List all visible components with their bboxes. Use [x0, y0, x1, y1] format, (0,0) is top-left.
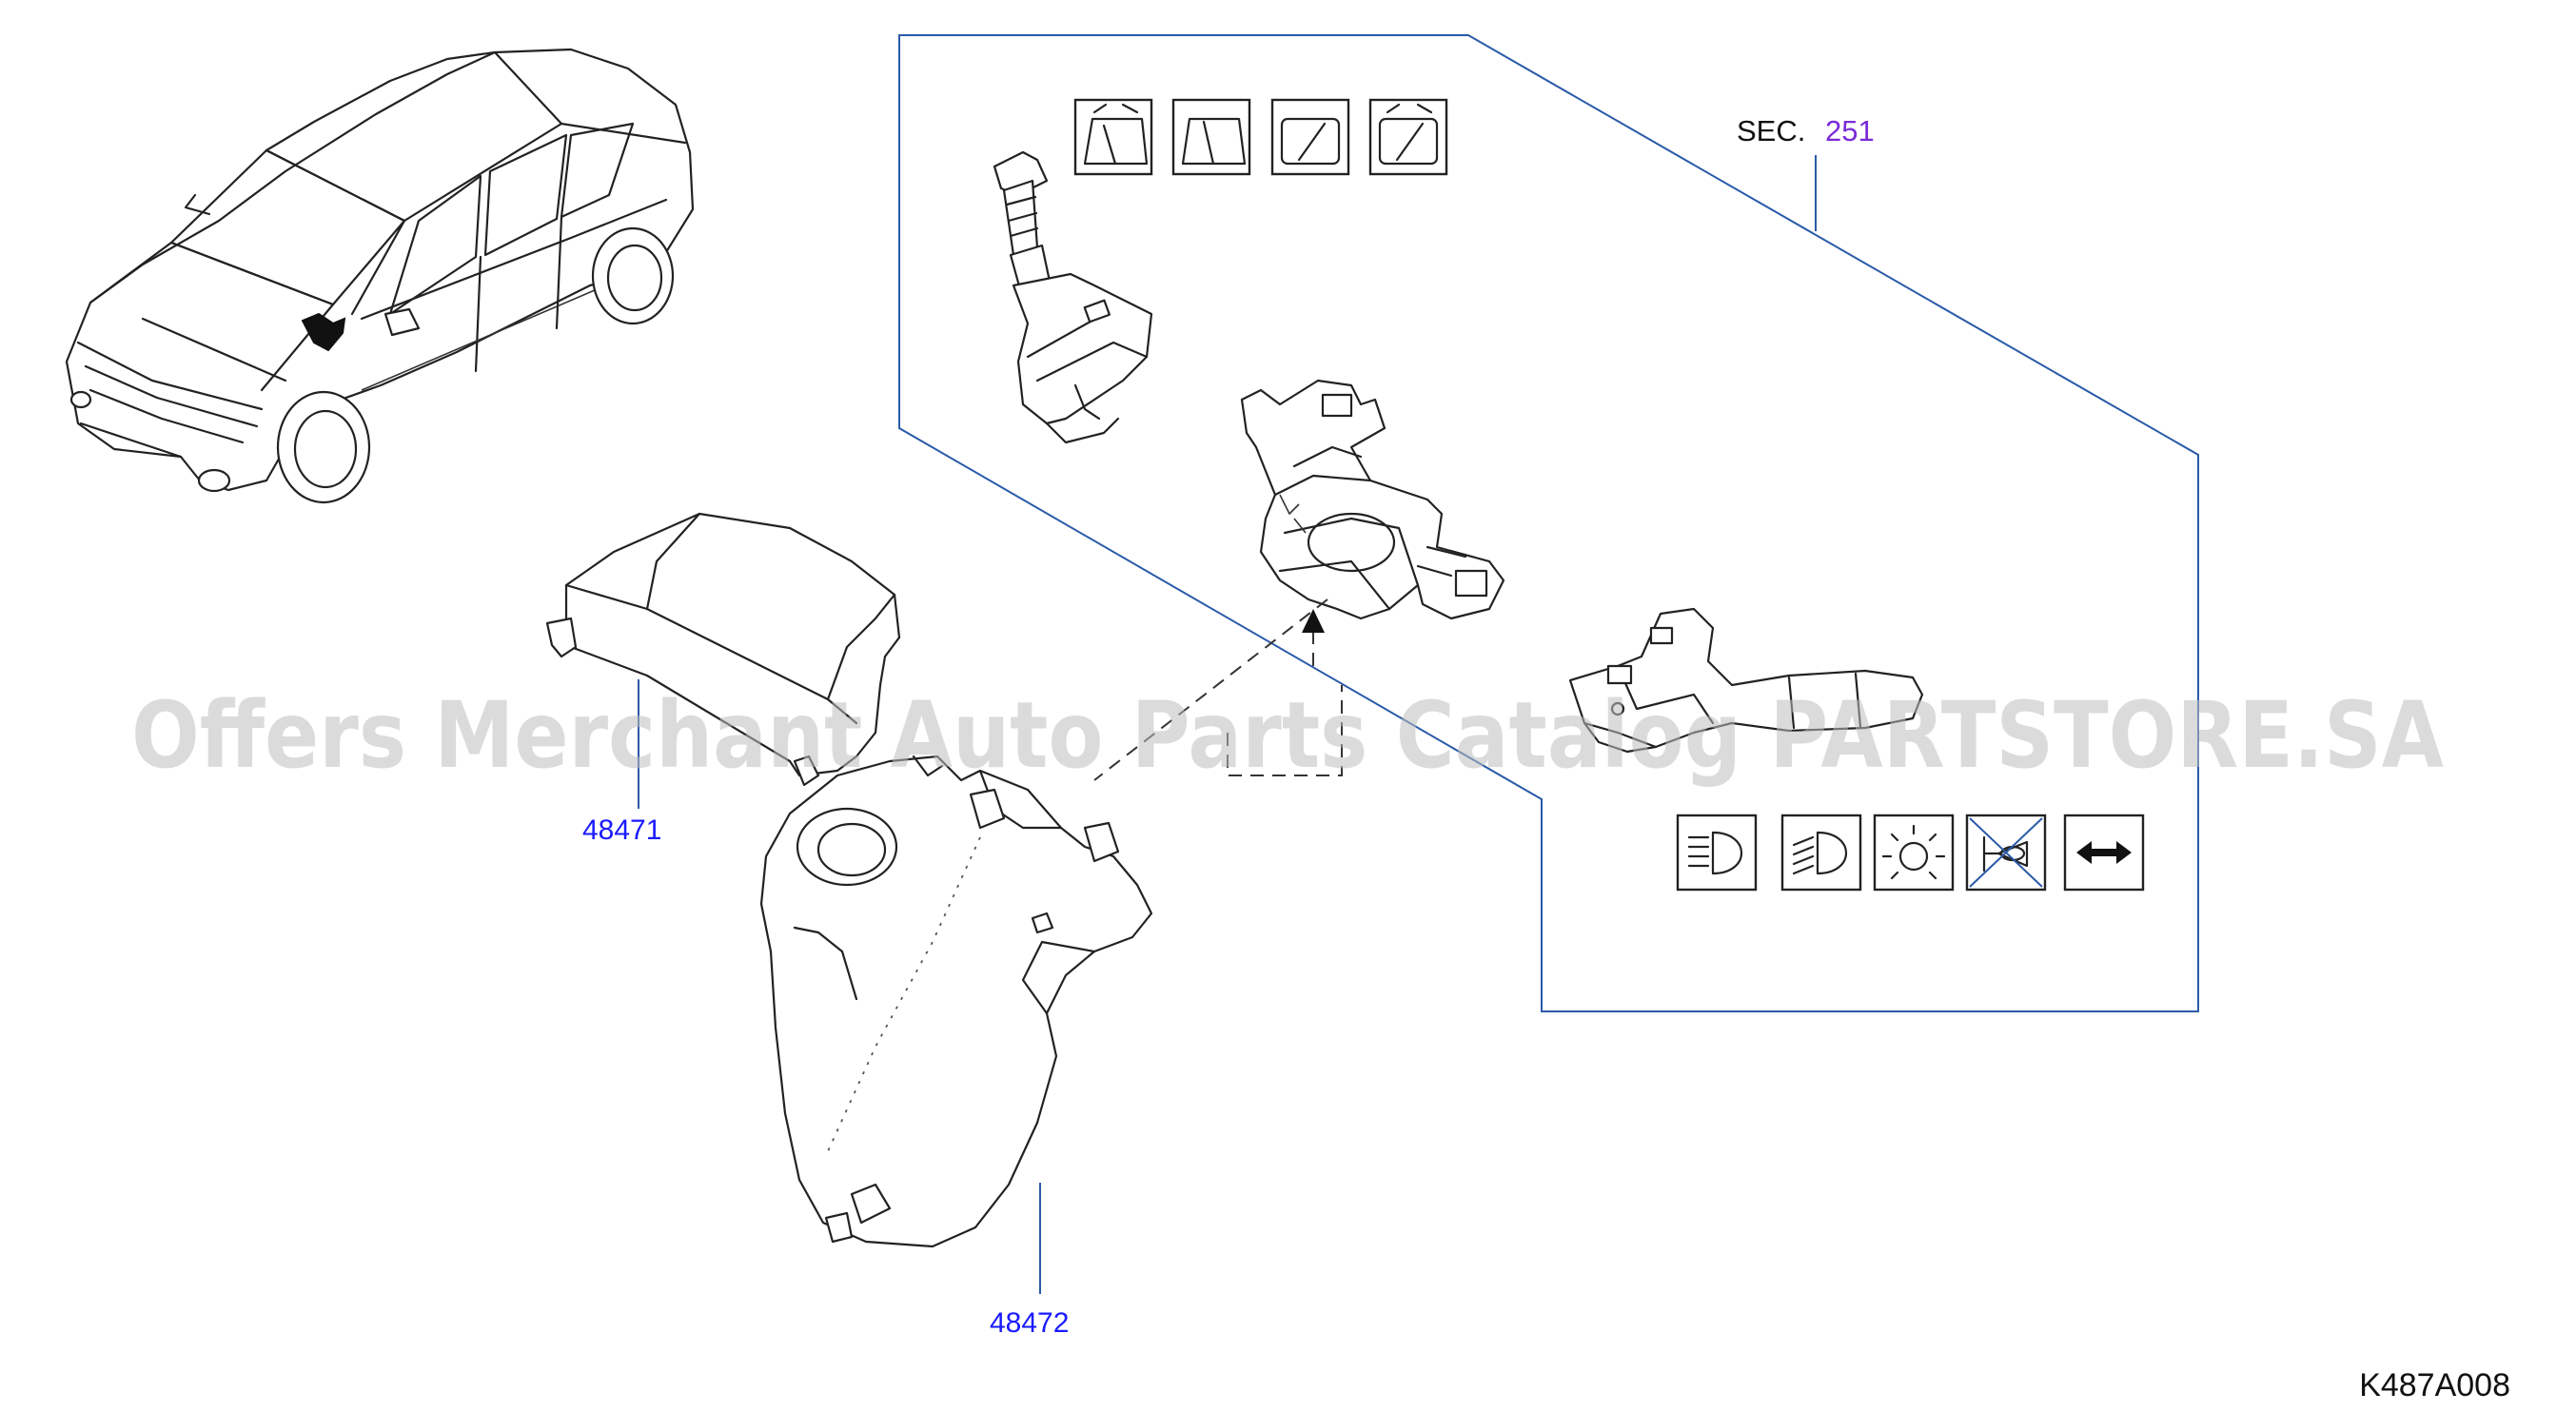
upper-column-cover[interactable]	[545, 512, 901, 787]
assembly-arrow-icon	[1302, 609, 1325, 633]
wiper-rear-washer-icon	[1368, 98, 1448, 176]
combination-switch-body[interactable]	[1240, 379, 1505, 620]
callout-48472[interactable]: 48472	[990, 1183, 1069, 1339]
car-overview	[65, 48, 695, 504]
part-number-48471[interactable]: 48471	[582, 814, 661, 846]
wiper-icons	[1073, 98, 1448, 176]
high-beam-icon	[1676, 814, 1758, 892]
section-outline	[898, 34, 2199, 1012]
section-number-link[interactable]: 251	[1825, 114, 1875, 147]
watermark-text: Offers Merchant Auto Parts Catalog PARTS…	[131, 682, 2444, 789]
wiper-front-washer-icon	[1073, 98, 1153, 176]
interior-light-icon	[1873, 814, 1955, 892]
section-prefix: SEC.	[1737, 114, 1805, 147]
horn-crossed-icon	[1965, 814, 2047, 892]
lower-column-cover[interactable]	[759, 755, 1153, 1248]
wiper-rear-icon	[1270, 98, 1350, 176]
wiper-front-icon	[1171, 98, 1251, 176]
diagram-code: K487A008	[2359, 1367, 2510, 1403]
wiper-switch-stalk[interactable]	[993, 150, 1153, 444]
part-number-48472[interactable]: 48472	[990, 1307, 1069, 1339]
assembly-lines	[1093, 598, 1343, 781]
callout-48471[interactable]: 48471	[582, 679, 661, 846]
component-location-marker	[301, 312, 346, 352]
lighting-switch-stalk[interactable]	[1568, 607, 1924, 754]
double-arrow-icon	[2063, 814, 2145, 892]
section-reference[interactable]: SEC. 251	[1737, 114, 1875, 231]
light-icons	[1676, 814, 2145, 892]
low-beam-icon	[1780, 814, 1862, 892]
